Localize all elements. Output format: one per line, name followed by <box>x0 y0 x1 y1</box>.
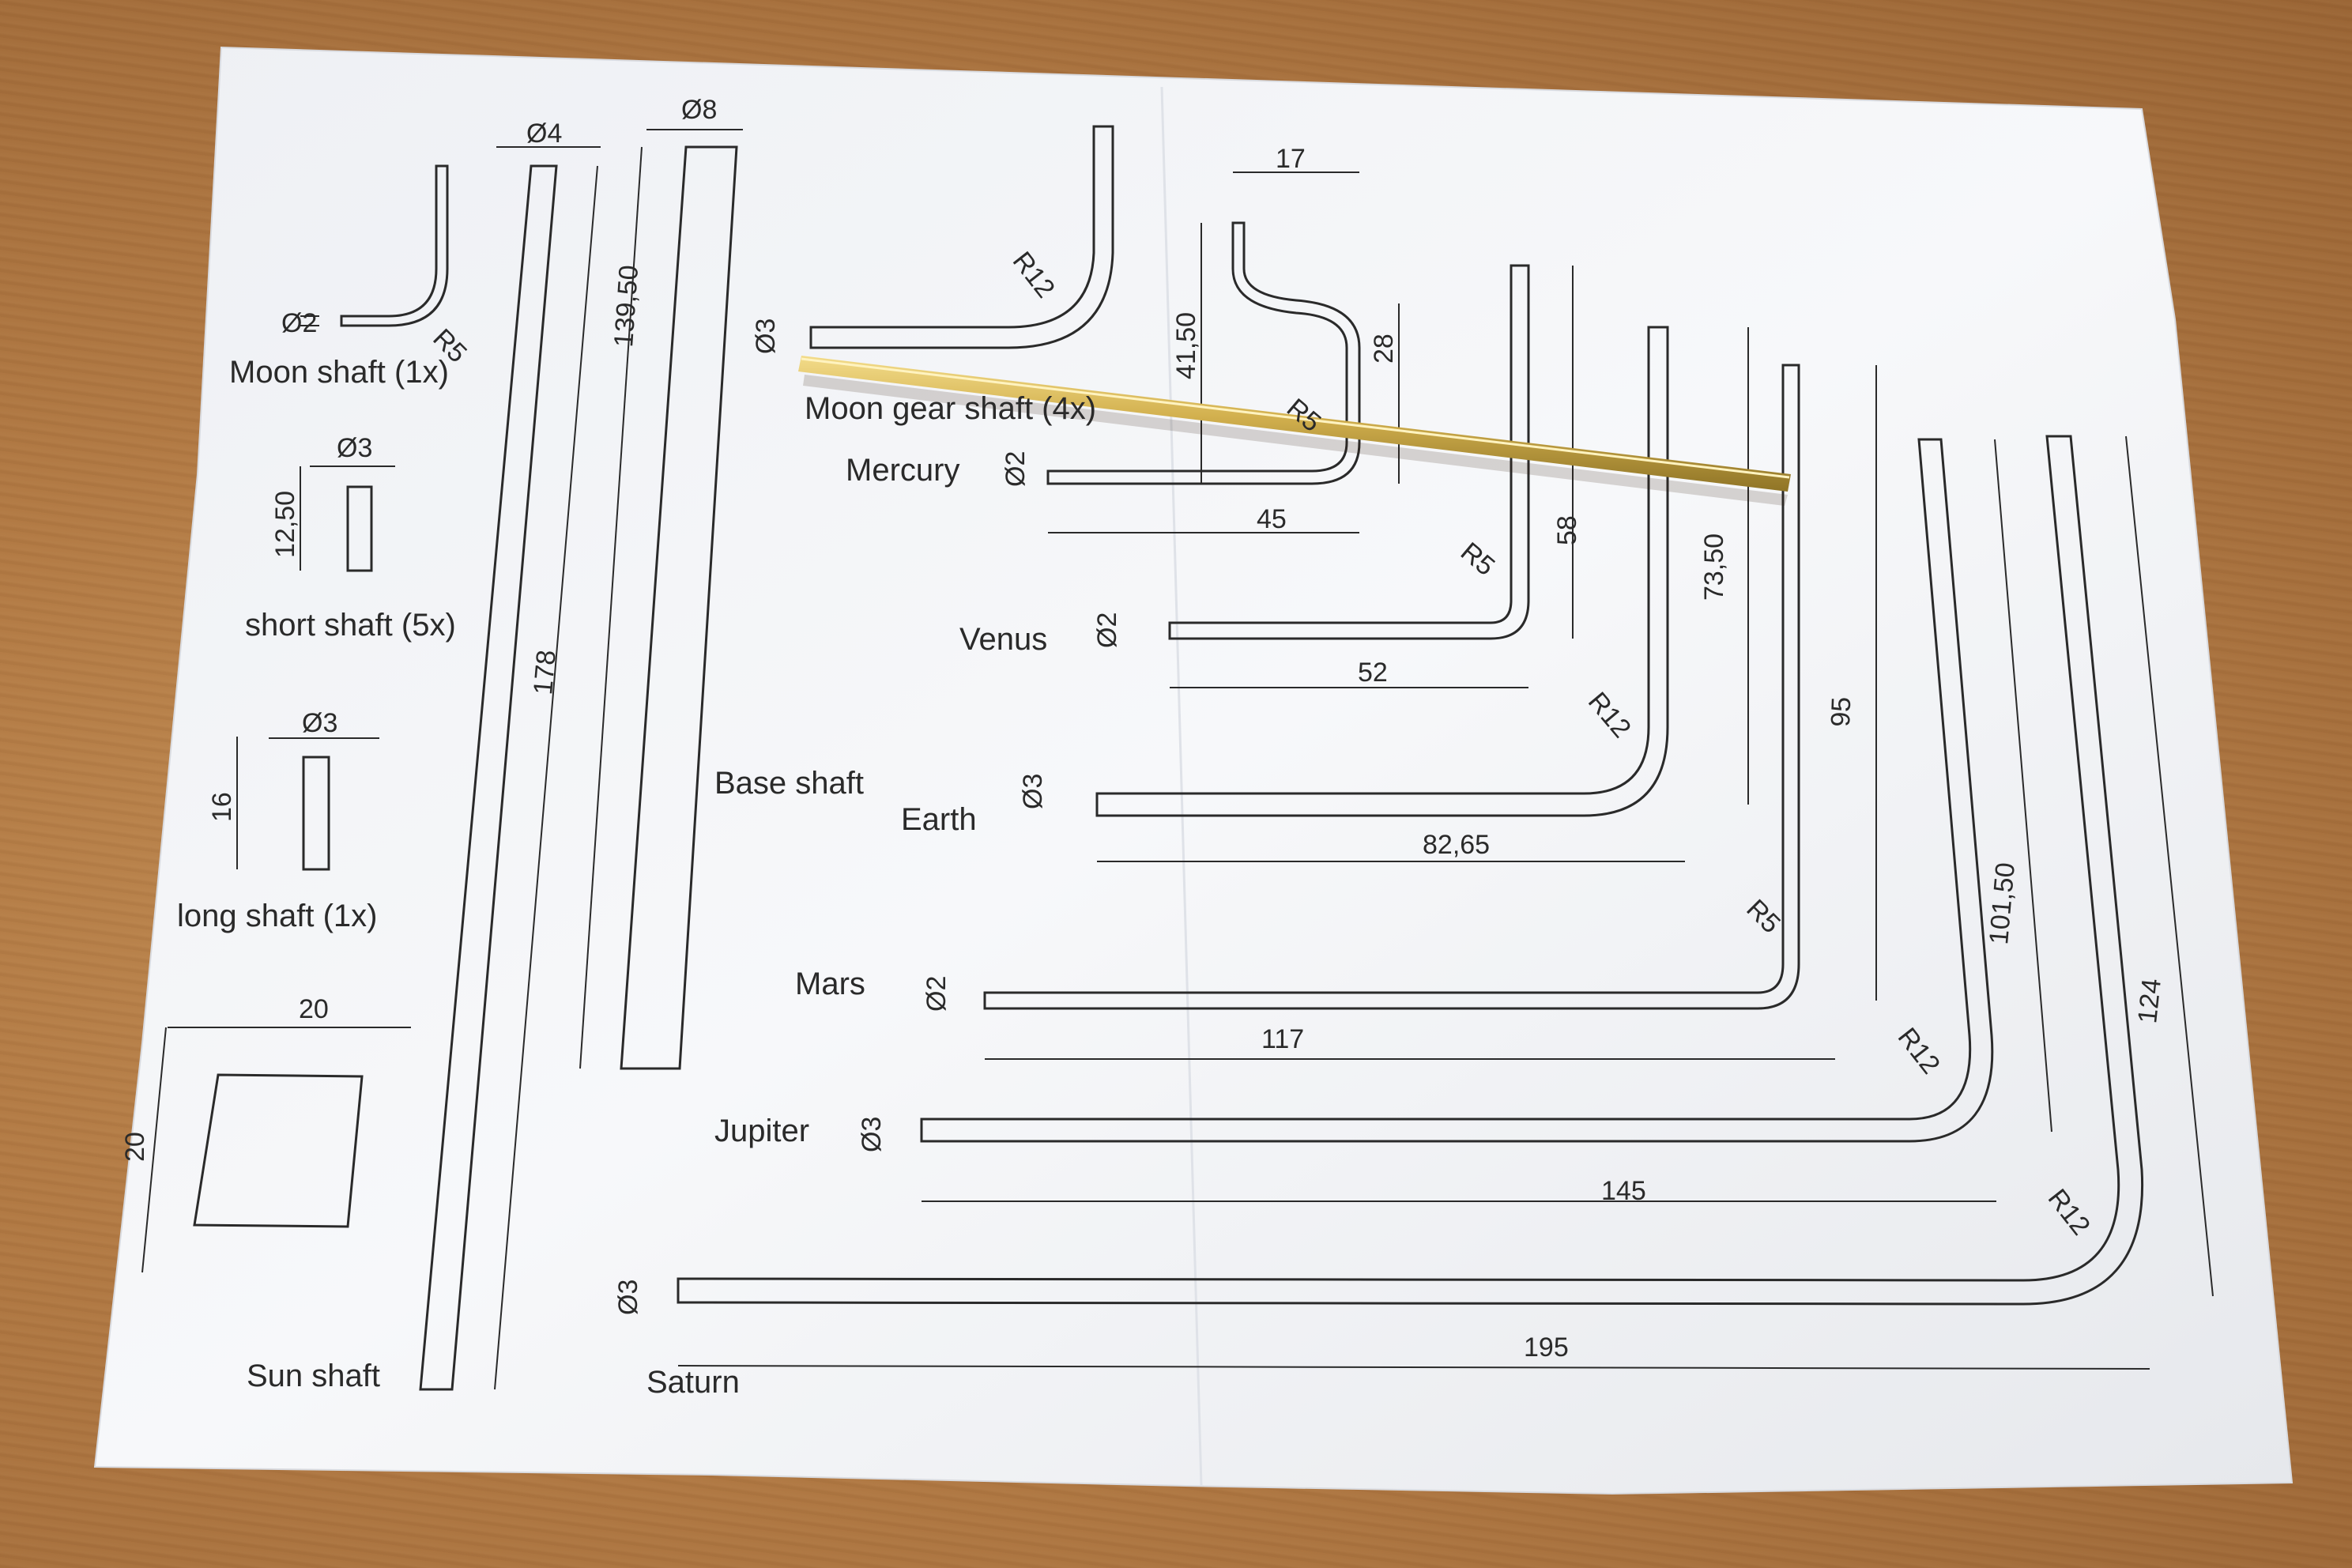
mercury-height-1: 41,50 <box>1171 312 1201 379</box>
jupiter-height: 101,50 <box>1984 861 2021 946</box>
saturn-height: 124 <box>2132 977 2167 1024</box>
venus-length: 52 <box>1358 658 1388 688</box>
short-shaft-drawing <box>300 466 395 572</box>
gear-diameter: Ø3 <box>751 318 781 354</box>
mercury-shaft-drawing <box>1046 172 1400 533</box>
sun-diameter: Ø4 <box>526 119 562 149</box>
moon-diameter: Ø2 <box>281 308 317 338</box>
long-shaft-drawing <box>236 737 379 871</box>
jupiter-shaft-drawing <box>920 438 2052 1202</box>
long-shaft-label: long shaft (1x) <box>177 899 377 933</box>
sun-length: 178 <box>528 649 562 696</box>
mercury-length: 45 <box>1257 504 1287 534</box>
paper-sheet <box>93 46 2294 1495</box>
square-height: 20 <box>120 1132 150 1162</box>
mars-length: 117 <box>1261 1024 1304 1054</box>
jupiter-diameter: Ø3 <box>857 1117 887 1152</box>
earth-length: 82,65 <box>1423 830 1490 860</box>
venus-diameter: Ø2 <box>1092 612 1122 648</box>
venus-label: Venus <box>959 622 1047 657</box>
mercury-height-2: 28 <box>1369 334 1399 364</box>
short-shaft-label: short shaft (5x) <box>245 608 456 643</box>
mercury-diameter: Ø2 <box>1001 451 1031 487</box>
saturn-length: 195 <box>1524 1332 1569 1363</box>
base-length: 139,50 <box>609 264 644 348</box>
mercury-label: Mercury <box>846 453 959 488</box>
earth-label: Earth <box>901 802 977 837</box>
earth-height: 73,50 <box>1699 533 1729 601</box>
mars-diameter: Ø2 <box>922 976 952 1012</box>
long-diameter: Ø3 <box>302 708 337 738</box>
jupiter-length: 145 <box>1601 1176 1646 1206</box>
mercury-top-width: 17 <box>1276 144 1306 174</box>
mars-height: 95 <box>1826 696 1856 727</box>
base-diameter: Ø8 <box>681 95 717 125</box>
brass-rod <box>798 356 1791 506</box>
square-plate-drawing <box>141 1027 411 1273</box>
earth-diameter: Ø3 <box>1018 774 1048 809</box>
moon-shaft-drawing <box>300 164 449 327</box>
paper-fold <box>1160 86 1203 1487</box>
short-diameter: Ø3 <box>337 433 372 463</box>
mars-label: Mars <box>795 967 865 1001</box>
base-shaft-drawing <box>579 129 743 1070</box>
venus-height: 58 <box>1552 515 1582 545</box>
saturn-label: Saturn <box>646 1365 740 1400</box>
square-width: 20 <box>299 994 329 1024</box>
moon-shaft-label: Moon shaft (1x) <box>229 355 449 390</box>
saturn-diameter: Ø3 <box>613 1280 643 1315</box>
jupiter-label: Jupiter <box>714 1114 809 1148</box>
earth-shaft-drawing <box>1095 326 1749 862</box>
mars-shaft-drawing <box>983 364 1877 1060</box>
moon-gear-shaft-label: Moon gear shaft (4x) <box>805 391 1096 426</box>
long-length: 16 <box>207 792 237 822</box>
moon-gear-shaft-drawing <box>809 125 1114 349</box>
sun-shaft-drawing <box>419 146 601 1391</box>
short-length: 12,50 <box>270 491 300 558</box>
base-shaft-label: Base shaft <box>714 766 864 801</box>
saturn-shaft-drawing <box>677 435 2214 1370</box>
sun-shaft-label: Sun shaft <box>247 1359 380 1393</box>
